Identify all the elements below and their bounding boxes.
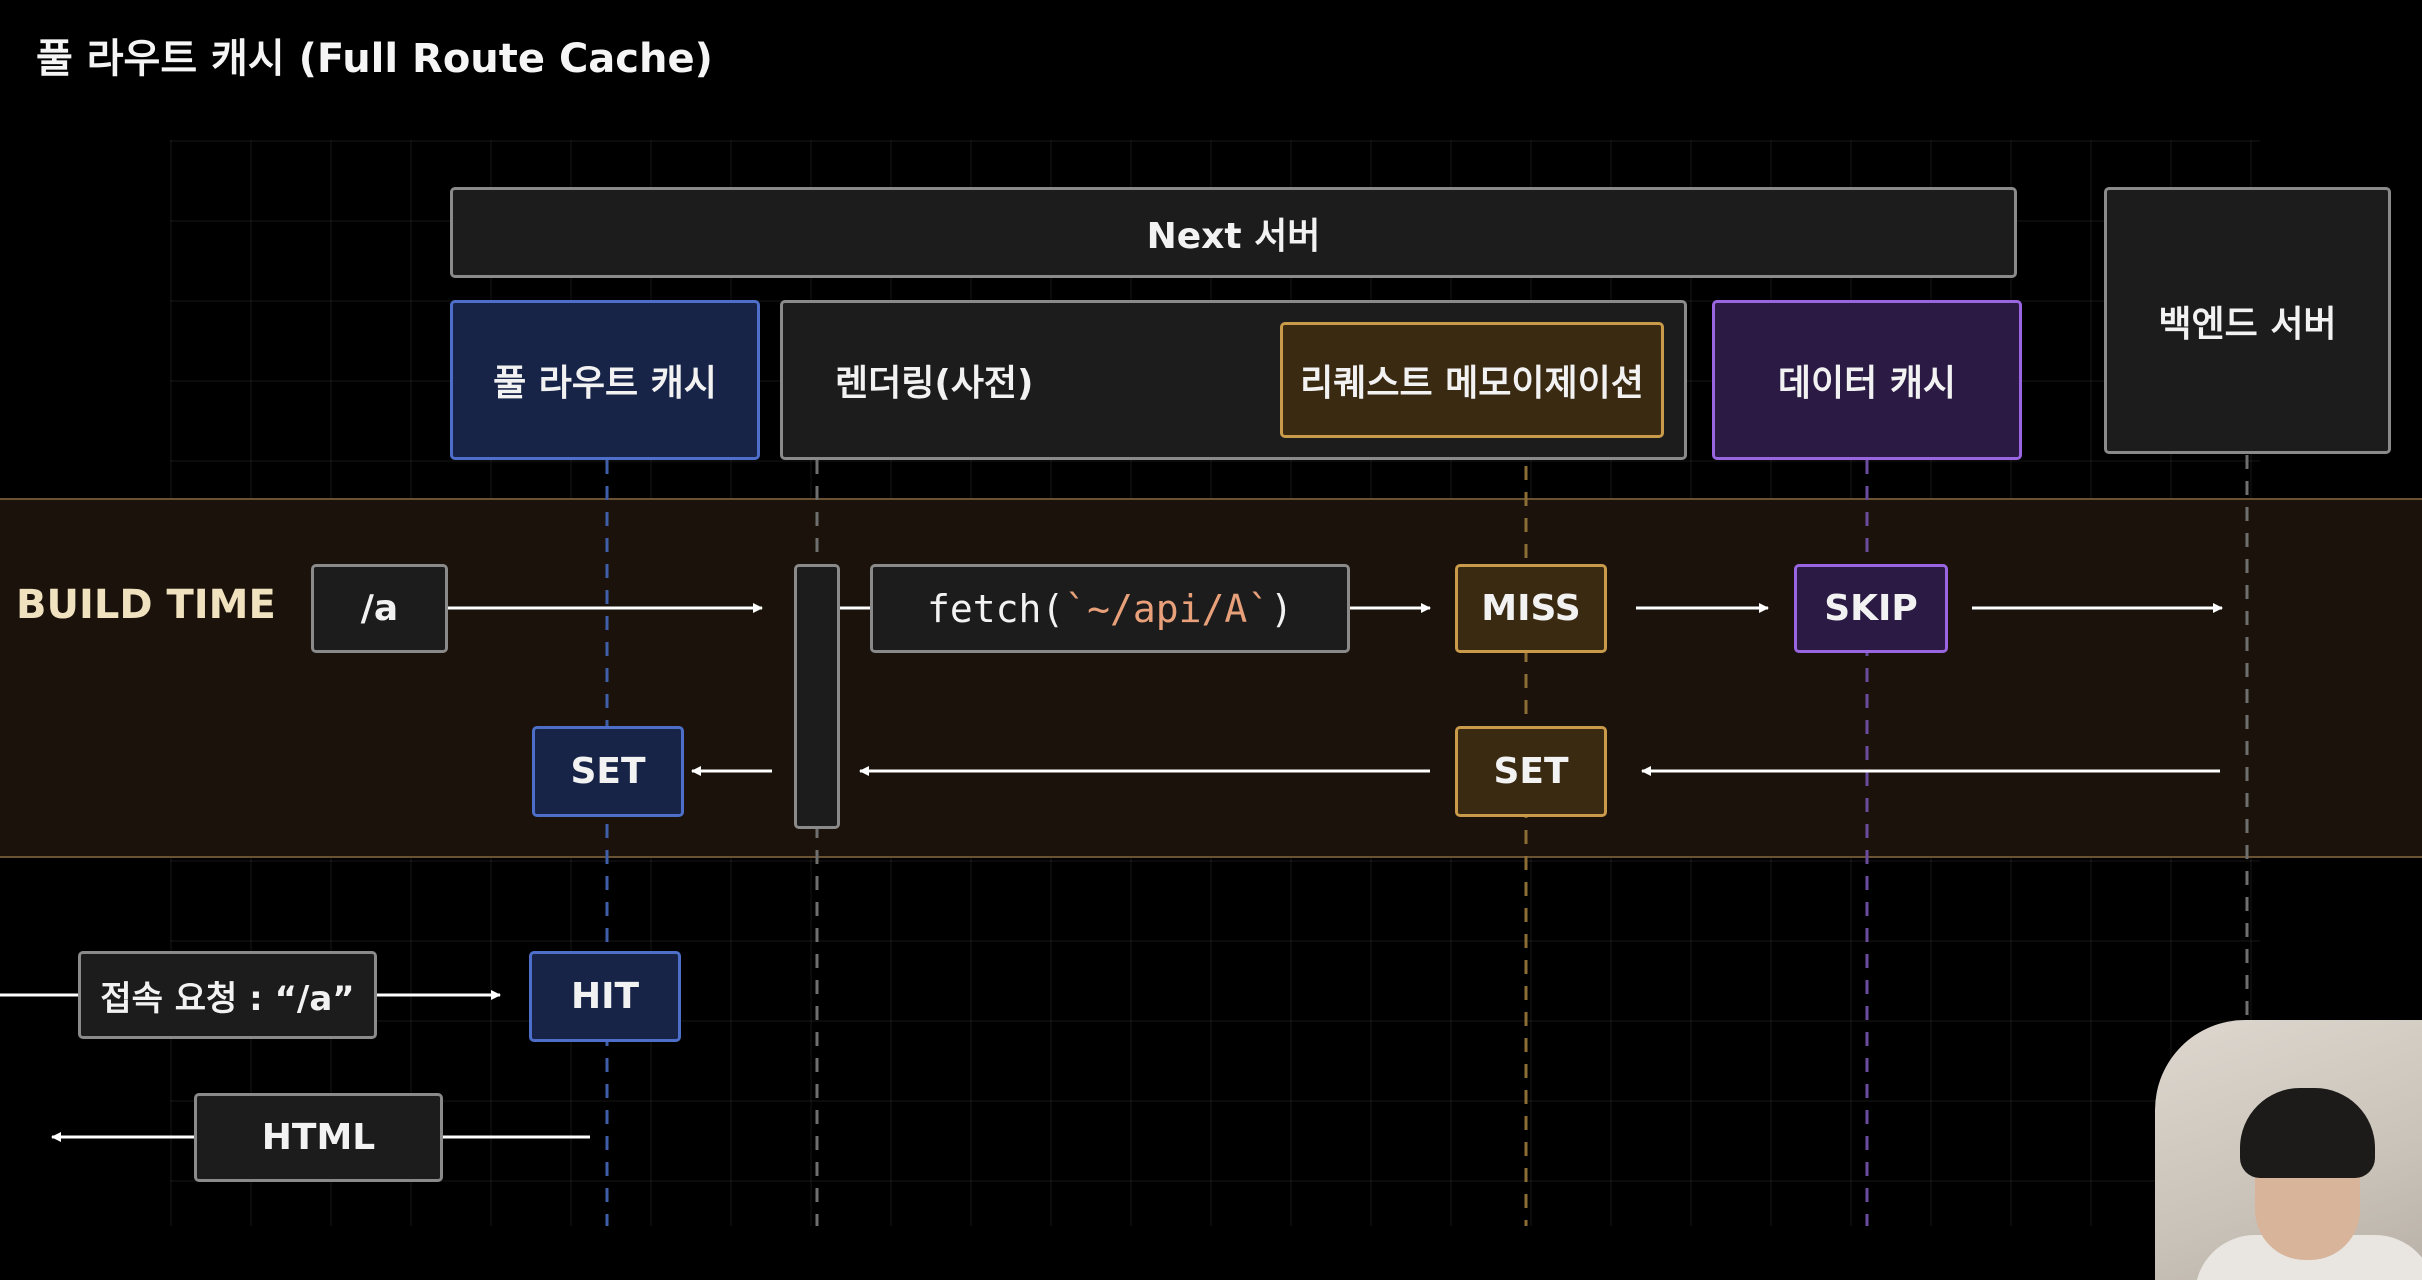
build-time-band [0,498,2422,858]
hit-badge: HIT [529,951,681,1042]
access-request-label: 접속 요청 : “/a” [100,978,355,1019]
access-request-box: 접속 요청 : “/a” [78,951,377,1039]
next-server-box: Next 서버 [450,187,2017,278]
route-a-box: /a [311,564,448,653]
miss-label: MISS [1481,588,1581,629]
page-title: 풀 라우트 캐시 (Full Route Cache) [36,36,713,82]
fetch-prefix: fetch( [926,586,1065,631]
html-response-box: HTML [194,1093,443,1182]
full-route-cache-box: 풀 라우트 캐시 [450,300,760,460]
set-memo-label: SET [1493,751,1569,792]
fetch-tick-close: ` [1247,586,1271,631]
presenter-webcam [2155,1020,2422,1280]
fetch-call-box: fetch(`~/api/A`) [870,564,1350,653]
render-activation-bar [794,564,840,829]
skip-badge: SKIP [1794,564,1948,653]
backend-server-label: 백엔드 서버 [2158,303,2337,345]
fetch-path: ~/api/A [1087,586,1248,631]
set-route-cache-badge: SET [532,726,684,817]
set-route-cache-label: SET [570,751,646,792]
next-server-label: Next 서버 [1146,215,1321,257]
miss-badge: MISS [1455,564,1607,653]
skip-label: SKIP [1824,588,1918,629]
build-time-label: BUILD TIME [16,582,276,628]
request-memoization-label: 리퀘스트 메모이제이션 [1300,363,1644,404]
data-cache-box: 데이터 캐시 [1712,300,2022,460]
route-a-label: /a [360,588,399,629]
fetch-suffix: ) [1270,586,1294,631]
data-cache-label: 데이터 캐시 [1777,363,1957,404]
presenter-hair [2240,1088,2375,1178]
rendering-label: 렌더링(사전) [835,363,1034,404]
fetch-tick-open: ` [1064,586,1088,631]
set-memo-badge: SET [1455,726,1607,817]
html-response-label: HTML [261,1117,376,1158]
full-route-cache-label: 풀 라우트 캐시 [493,363,717,404]
backend-server-box: 백엔드 서버 [2104,187,2391,454]
hit-label: HIT [570,976,640,1017]
request-memoization-box: 리퀘스트 메모이제이션 [1280,322,1664,438]
